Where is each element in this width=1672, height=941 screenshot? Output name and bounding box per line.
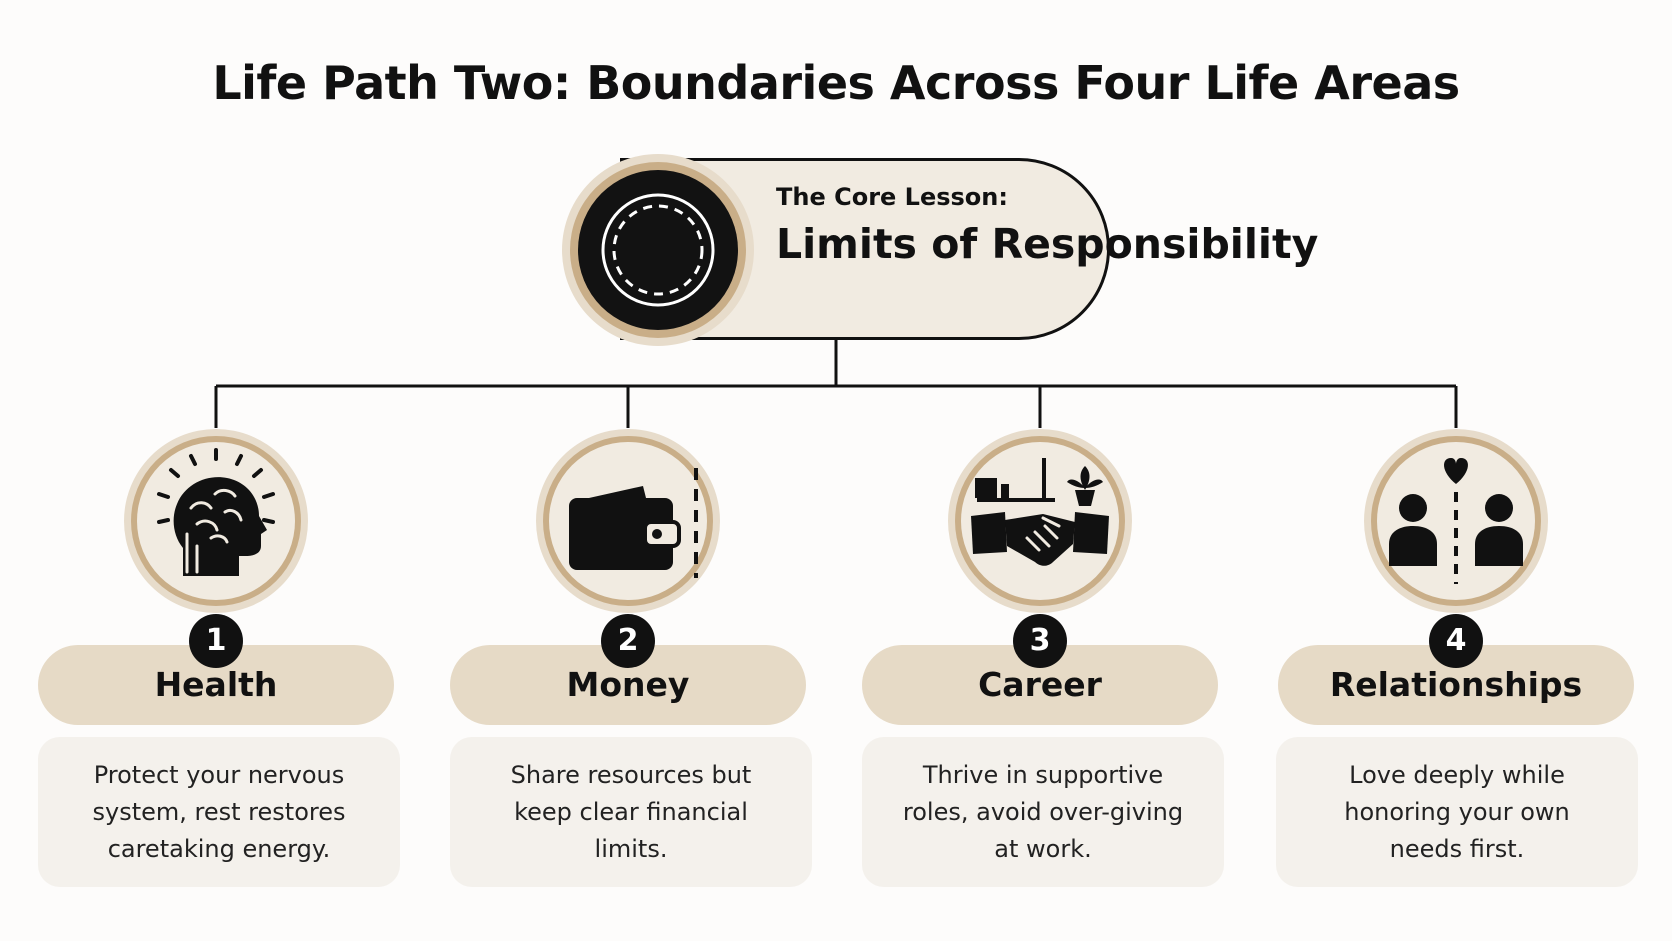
step-number-badge: 1 — [189, 614, 243, 668]
area-label-text: Health — [154, 665, 278, 704]
area-description-card: Thrive in supportive roles, avoid over-g… — [862, 737, 1224, 887]
area-label-text: Relationships — [1329, 665, 1583, 704]
two-people-heart-icon — [1364, 429, 1548, 613]
area-description-text: Protect your nervous system, rest restor… — [92, 760, 346, 863]
area-description-card: Share resources but keep clear financial… — [450, 737, 812, 887]
area-description-text: Share resources but keep clear financial… — [510, 760, 752, 863]
area-label-text: Career — [978, 665, 1102, 704]
brain-head-icon — [124, 429, 308, 613]
core-lesson-subtitle: The Core Lesson: — [776, 183, 1008, 211]
area-description-card: Love deeply while honoring your own need… — [1276, 737, 1638, 887]
page-title: Life Path Two: Boundaries Across Four Li… — [212, 56, 1460, 110]
step-number-badge: 2 — [601, 614, 655, 668]
wallet-boundary-icon — [536, 429, 720, 613]
step-number-badge: 4 — [1429, 614, 1483, 668]
area-description-text: Love deeply while honoring your own need… — [1344, 760, 1570, 863]
core-lesson-heading: Limits of Responsibility — [776, 220, 1319, 268]
area-label-text: Money — [566, 665, 690, 704]
handshake-office-icon — [948, 429, 1132, 613]
area-description-text: Thrive in supportive roles, avoid over-g… — [902, 760, 1184, 863]
area-description-card: Protect your nervous system, rest restor… — [38, 737, 400, 887]
dashed-circle-boundary-icon — [562, 154, 754, 346]
step-number-badge: 3 — [1013, 614, 1067, 668]
